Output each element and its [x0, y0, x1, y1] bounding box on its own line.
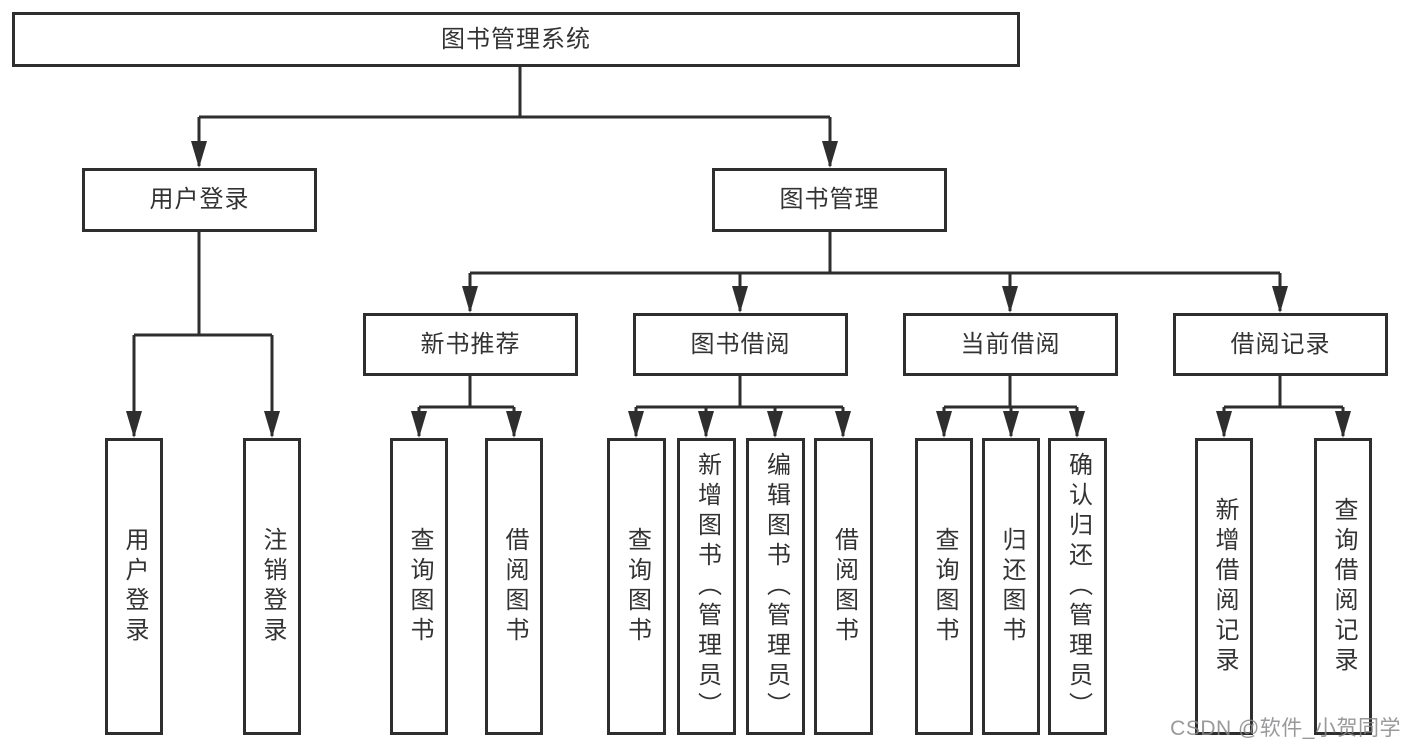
- leaf-logout: 注销登录: [243, 438, 301, 735]
- node-book-mgmt-label: 图书管理: [779, 186, 880, 213]
- leaf-add-book-admin-label: 新增图书（管理员）: [693, 451, 721, 722]
- leaf-edit-book-admin-label: 编辑图书（管理员）: [762, 451, 790, 722]
- node-new-book-recommend: 新书推荐: [363, 313, 578, 376]
- node-book-borrow-label: 图书借阅: [690, 330, 791, 358]
- leaf-logout-label: 注销登录: [259, 526, 286, 647]
- leaf-query-books-current-label: 查询图书: [931, 526, 958, 647]
- leaf-borrow-books: 借阅图书: [814, 438, 873, 735]
- leaf-query-books-borrow-label: 查询图书: [623, 526, 651, 647]
- leaf-edit-book-admin: 编辑图书（管理员）: [746, 438, 805, 735]
- node-borrow-records-label: 借阅记录: [1230, 330, 1331, 358]
- leaf-return-book-label: 归还图书: [998, 526, 1025, 647]
- leaf-return-book: 归还图书: [982, 438, 1040, 735]
- node-current-borrow-label: 当前借阅: [960, 330, 1061, 358]
- node-book-borrow: 图书借阅: [633, 313, 848, 376]
- leaf-borrow-books-recommend-label: 借阅图书: [501, 526, 528, 647]
- leaf-user-login-label: 用户登录: [121, 526, 148, 647]
- leaf-query-books-recommend: 查询图书: [390, 438, 448, 735]
- leaf-confirm-return-admin-label: 确认归还（管理员）: [1064, 451, 1092, 722]
- leaf-add-borrow-record: 新增借阅记录: [1195, 438, 1253, 735]
- leaf-query-borrow-record-label: 查询借阅记录: [1330, 496, 1357, 677]
- node-root-label: 图书管理系统: [441, 25, 591, 53]
- node-root: 图书管理系统: [12, 12, 1020, 67]
- node-user-login: 用户登录: [82, 168, 317, 232]
- leaf-borrow-books-recommend: 借阅图书: [485, 438, 543, 735]
- leaf-add-book-admin: 新增图书（管理员）: [677, 438, 736, 735]
- leaf-query-borrow-record: 查询借阅记录: [1314, 438, 1372, 735]
- node-current-borrow: 当前借阅: [903, 313, 1118, 376]
- leaf-borrow-books-label: 借阅图书: [830, 526, 858, 647]
- watermark-text: CSDN @软件_小贺同学: [1170, 717, 1401, 740]
- node-borrow-records: 借阅记录: [1173, 313, 1388, 376]
- leaf-user-login: 用户登录: [105, 438, 163, 735]
- leaf-add-borrow-record-label: 新增借阅记录: [1211, 496, 1238, 677]
- leaf-confirm-return-admin: 确认归还（管理员）: [1048, 438, 1107, 735]
- node-book-mgmt: 图书管理: [712, 168, 947, 232]
- node-user-login-label: 用户登录: [149, 186, 250, 213]
- leaf-query-books-recommend-label: 查询图书: [406, 526, 433, 647]
- leaf-query-books-current: 查询图书: [915, 438, 973, 735]
- leaf-query-books-borrow: 查询图书: [607, 438, 666, 735]
- node-new-book-recommend-label: 新书推荐: [420, 330, 521, 358]
